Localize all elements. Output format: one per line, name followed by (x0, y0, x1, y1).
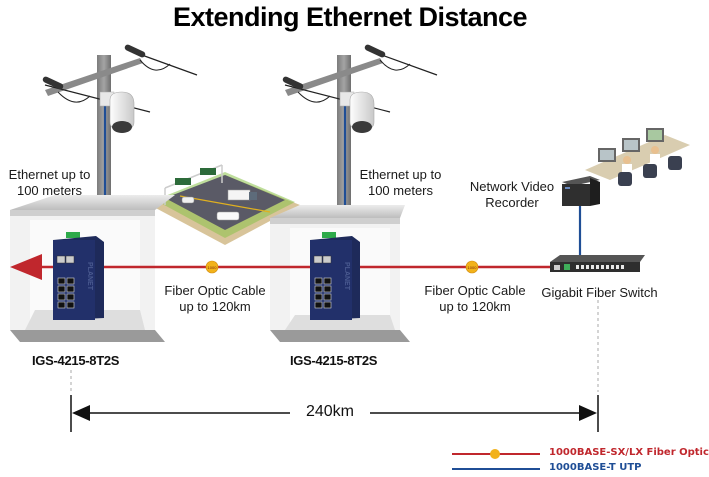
nvr-label: Network Video Recorder (462, 179, 562, 211)
ptz-camera-1-icon (99, 91, 135, 133)
fiber-badge-2: 1000 (465, 260, 479, 274)
fiber-link-label-2: Fiber Optic Cable up to 120km (420, 283, 530, 315)
network-video-recorder-icon (562, 176, 600, 206)
ptz-camera-2-icon (339, 91, 375, 133)
gigabit-fiber-switch-icon (550, 255, 645, 272)
svg-text:1000: 1000 (208, 265, 218, 270)
ethernet-range-line1: Ethernet up to (359, 167, 442, 182)
distance-label: 240km (305, 403, 355, 420)
core-switch-label: Gigabit Fiber Switch (541, 285, 658, 300)
ethernet-range-line2: 100 meters (16, 183, 83, 198)
highway-illustration (150, 164, 300, 245)
industrial-switch-1: PLANET (53, 232, 104, 320)
fiber-link-line1: Fiber Optic Cable (164, 283, 266, 298)
switch-brand-2: PLANET (343, 262, 350, 291)
arrowhead-right-icon (579, 405, 597, 421)
arrowhead-left-icon (72, 405, 90, 421)
arrow-left-icon (10, 254, 42, 280)
legend-fiber-label: 1000BASE-SX/LX Fiber Optic (549, 447, 709, 458)
fiber-link-line2: up to 120km (179, 299, 251, 314)
nvr-label-line1: Network Video (469, 179, 555, 194)
legend-fiber-badge-icon (490, 449, 500, 459)
svg-text:1000: 1000 (468, 265, 478, 270)
model-label-1: IGS-4215-8T2S (32, 353, 120, 368)
fiber-link-label-1: Fiber Optic Cable up to 120km (160, 283, 270, 315)
legend (452, 449, 540, 470)
fiber-link-line1: Fiber Optic Cable (424, 283, 526, 298)
ethernet-range-label-2: Ethernet up to 100 meters (353, 167, 448, 199)
ethernet-range-line1: Ethernet up to (8, 167, 91, 182)
switch-brand-1: PLANET (86, 262, 93, 291)
diagram-title: Extending Ethernet Distance (172, 2, 528, 32)
nvr-label-line2: Recorder (485, 195, 539, 210)
ethernet-range-label-1: Ethernet up to 100 meters (2, 167, 97, 199)
control-room-illustration (585, 128, 690, 186)
industrial-switch-2: PLANET (310, 232, 360, 320)
fiber-link-line2: up to 120km (439, 299, 511, 314)
distance-dimension (70, 300, 599, 432)
legend-utp-label: 1000BASE-T UTP (549, 462, 642, 473)
model-label-2: IGS-4215-8T2S (290, 353, 378, 368)
ethernet-range-line2: 100 meters (367, 183, 434, 198)
fiber-badge-1: 1000 (205, 260, 219, 274)
